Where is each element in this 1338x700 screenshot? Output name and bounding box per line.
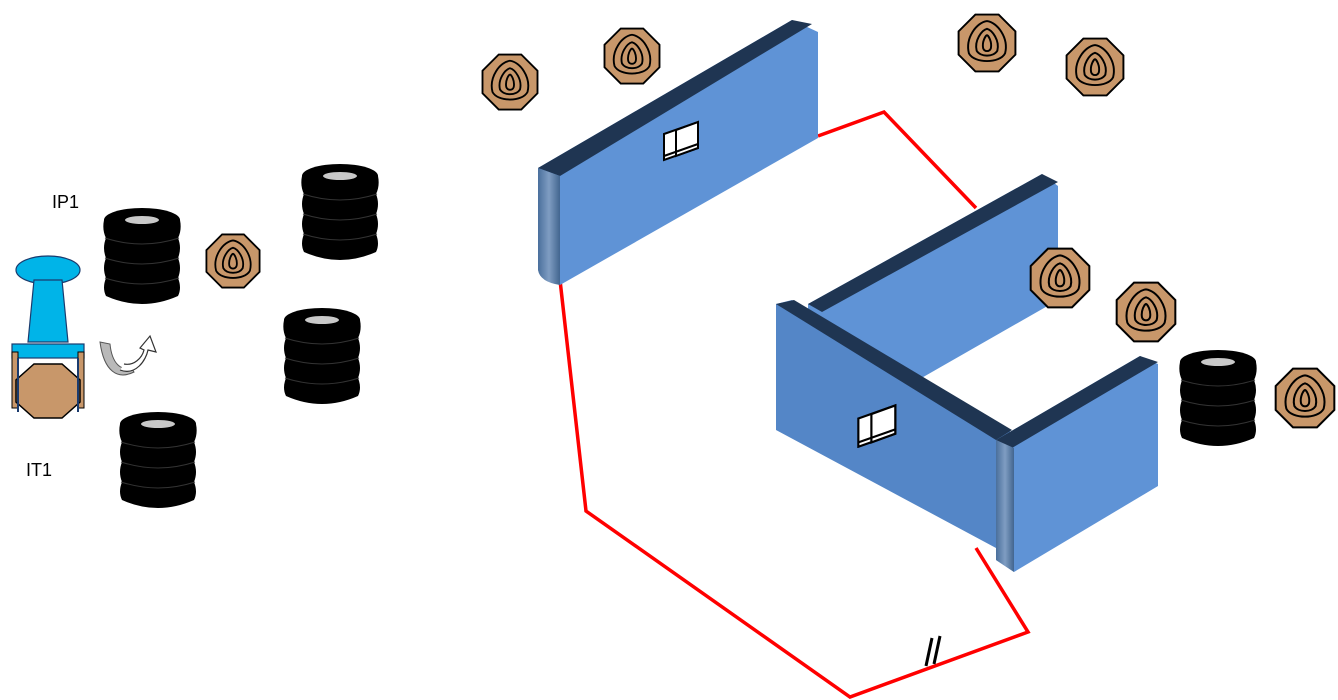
- wall-right-side: [996, 356, 1158, 572]
- black-tire-stack-icon: [282, 308, 362, 405]
- octagon-target-icon: [1274, 367, 1336, 429]
- wall-left: [538, 20, 818, 285]
- wall-right-front: [776, 300, 1012, 566]
- wall-right-back: [808, 174, 1058, 380]
- black-tire-stack-icon: [300, 164, 380, 261]
- door-gap-marker: [924, 635, 942, 667]
- label-ip1: IP1: [52, 192, 79, 212]
- black-tire-stack-icon: [102, 208, 182, 305]
- boundary-path: [558, 109, 1031, 699]
- octagon-target-icon: [205, 233, 261, 289]
- octagon-target-icon: [1029, 247, 1091, 309]
- robot-arm-icon: [11, 255, 85, 419]
- black-tire-stack-icon: [118, 412, 198, 509]
- octagon-target-icon: [603, 27, 661, 85]
- octagon-target-icon: [481, 53, 539, 111]
- octagon-target-icon: [957, 13, 1017, 73]
- curved-rotate-arrow-icon: [99, 334, 157, 376]
- label-it1: IT1: [26, 460, 52, 480]
- octagon-target-icon: [1115, 281, 1177, 343]
- octagon-target-icon: [1065, 37, 1125, 97]
- black-tire-stack-icon: [1178, 350, 1258, 447]
